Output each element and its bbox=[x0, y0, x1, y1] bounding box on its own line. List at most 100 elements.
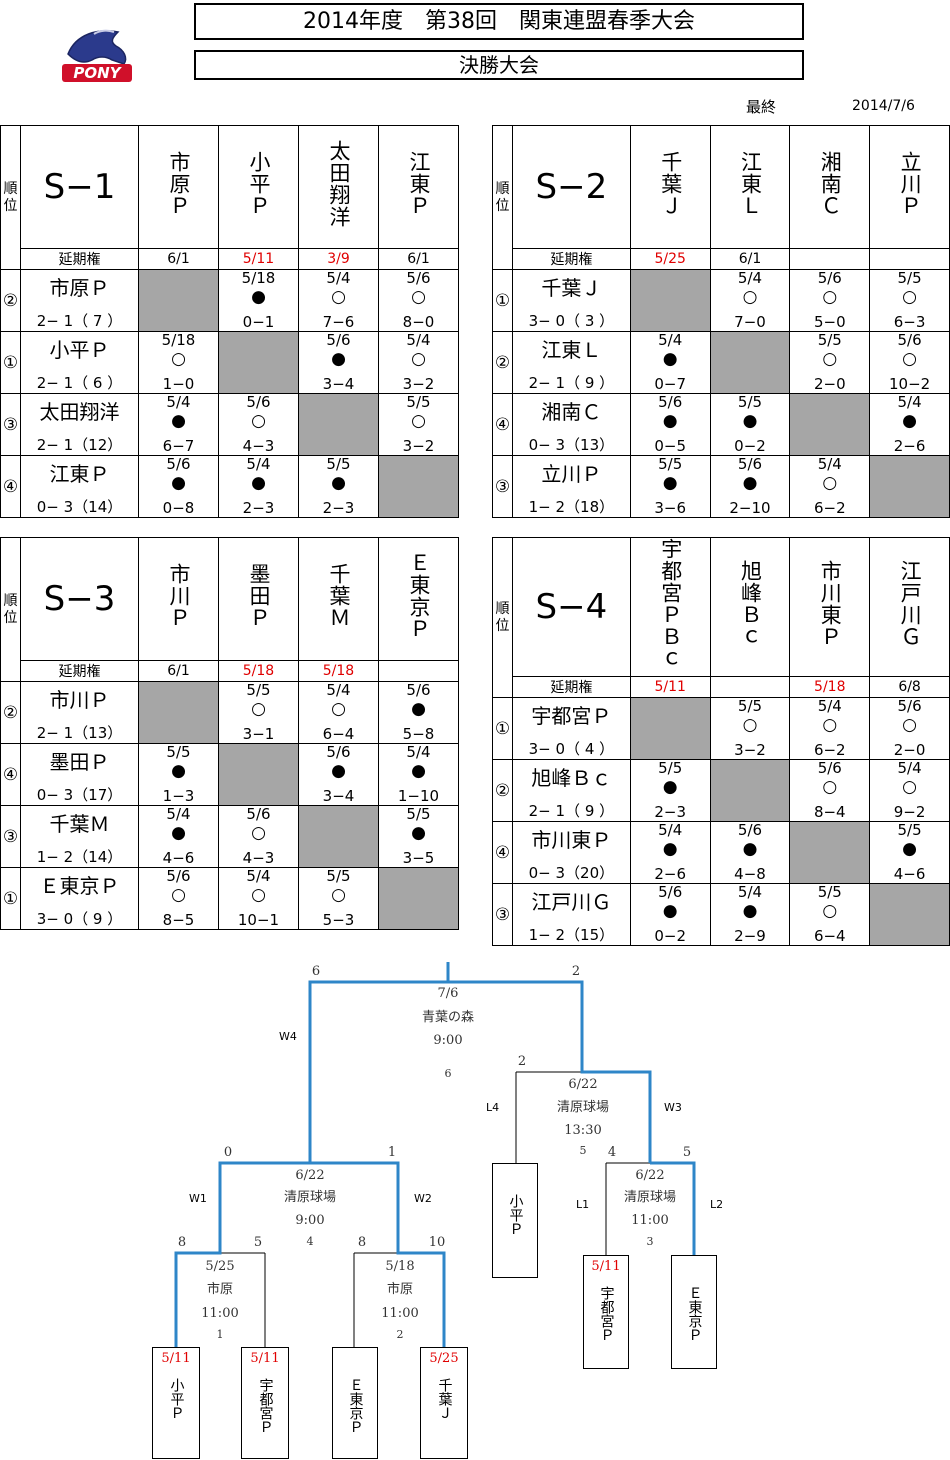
match-score: 5−8 bbox=[402, 725, 435, 743]
match-date: 5/6 bbox=[406, 269, 431, 287]
match-date: 5/5 bbox=[406, 805, 431, 823]
match-mark: ● bbox=[902, 839, 917, 859]
bracket-team-name: 千葉Ｊ bbox=[436, 1378, 453, 1420]
match-date: 5/6 bbox=[737, 455, 763, 473]
match-score: 2−10 bbox=[729, 499, 771, 517]
match-score: 3−6 bbox=[654, 499, 687, 517]
semi-right-date: 6/22 bbox=[568, 1077, 598, 1092]
match-date: 5/4 bbox=[166, 393, 191, 411]
match-mark: ○ bbox=[411, 287, 426, 307]
match-result-cell: 5/6●3−4 bbox=[298, 331, 379, 394]
match-score: 8−0 bbox=[402, 313, 435, 331]
bracket-team-date: 5/11 bbox=[591, 1259, 621, 1274]
match-result-cell: 5/5○3−1 bbox=[218, 681, 299, 744]
row-team-name: 市川東Ｐ bbox=[531, 828, 612, 852]
match-score: 5−3 bbox=[322, 911, 355, 929]
match-mark: ○ bbox=[822, 473, 838, 493]
match-score: 1−3 bbox=[162, 787, 195, 805]
match-mark: ○ bbox=[902, 777, 917, 797]
m1-time: 11:00 bbox=[201, 1306, 239, 1321]
match-result-cell: 5/6●2−10 bbox=[709, 455, 791, 518]
column-team-name: 市川Ｐ bbox=[167, 563, 191, 629]
rank-mark: ④ bbox=[492, 821, 513, 884]
team-record: 3− 0（ 4 ） bbox=[528, 740, 615, 758]
match-mark: ○ bbox=[742, 715, 758, 735]
match-date: 5/6 bbox=[326, 331, 351, 349]
match-mark: ○ bbox=[822, 777, 838, 797]
enki-date: 6/1 bbox=[138, 660, 219, 682]
match-mark: ● bbox=[662, 473, 678, 493]
match-score: 1−10 bbox=[397, 787, 440, 805]
rank-header: 順位 bbox=[492, 537, 513, 698]
match-mark: ● bbox=[902, 411, 917, 431]
match-mark: ● bbox=[331, 473, 346, 493]
group-name: S−4 bbox=[511, 537, 631, 677]
m3-score-left: 4 bbox=[607, 1145, 617, 1160]
row-team-name: 宇都宮Ｐ bbox=[531, 704, 612, 728]
page-title: 2014年度 第38回 関東連盟春季大会 bbox=[194, 3, 804, 40]
match-mark: ● bbox=[742, 411, 758, 431]
column-team-name: 小平Ｐ bbox=[247, 151, 271, 217]
enki-date: 5/18 bbox=[789, 676, 871, 698]
column-team-name: 宇都宮ＰＢｃ bbox=[658, 538, 683, 671]
match-mark: ○ bbox=[822, 349, 838, 369]
match-result-cell: 5/5○6−4 bbox=[789, 883, 871, 946]
match-date: 5/5 bbox=[406, 393, 431, 411]
rank-mark: ① bbox=[492, 269, 513, 332]
row-team-name: Ｅ東京Ｐ bbox=[39, 874, 120, 898]
bracket-team-name: Ｅ東京Ｐ bbox=[686, 1286, 703, 1342]
m3-label-l2: L2 bbox=[710, 1198, 724, 1211]
match-date: 5/6 bbox=[326, 743, 351, 761]
match-mark: ● bbox=[171, 473, 186, 493]
match-result-cell: 5/5●4−6 bbox=[869, 821, 950, 884]
column-team-name: 墨田Ｐ bbox=[247, 563, 271, 629]
match-mark: ○ bbox=[331, 699, 346, 719]
header-date: 2014/7/6 bbox=[852, 98, 915, 114]
self-match-cell bbox=[629, 269, 711, 332]
match-date: 5/4 bbox=[658, 821, 683, 839]
match-mark: ○ bbox=[822, 287, 838, 307]
match-score: 0−2 bbox=[734, 437, 766, 455]
row-team-name: 市原Ｐ bbox=[49, 276, 110, 300]
enki-date bbox=[378, 660, 459, 682]
match-score: 10−1 bbox=[237, 911, 280, 929]
team-record: 1− 2（18） bbox=[528, 498, 615, 516]
rank-mark: ② bbox=[0, 269, 21, 332]
match-score: 2−6 bbox=[654, 865, 687, 883]
match-result-cell: 5/5●2−3 bbox=[629, 759, 711, 822]
column-team-name: 市川東Ｐ bbox=[818, 560, 843, 648]
team-record: 2− 1（13） bbox=[36, 724, 123, 742]
match-mark: ● bbox=[662, 777, 678, 797]
match-date: 5/4 bbox=[817, 697, 842, 715]
enki-date: 5/18 bbox=[218, 660, 299, 682]
bracket-team-date bbox=[493, 1167, 537, 1182]
match-date: 5/18 bbox=[161, 331, 196, 349]
match-mark: ○ bbox=[331, 885, 346, 905]
column-team-name: 市原Ｐ bbox=[167, 151, 191, 217]
column-team-name: 湘南Ｃ bbox=[818, 151, 843, 217]
final-venue: 青葉の森 bbox=[421, 1010, 474, 1025]
rank-mark: ③ bbox=[492, 455, 513, 518]
row-team-name: 小平Ｐ bbox=[49, 338, 110, 362]
team-record: 2− 1（ 6 ） bbox=[36, 374, 123, 392]
match-date: 5/5 bbox=[658, 759, 683, 777]
column-team-header: 市川Ｐ bbox=[138, 537, 219, 661]
self-match-cell bbox=[869, 883, 950, 946]
column-team-name: 江東Ｌ bbox=[738, 151, 763, 217]
match-date: 5/6 bbox=[246, 393, 271, 411]
row-team-name: 千葉Ｊ bbox=[541, 276, 602, 300]
rank-mark: ① bbox=[0, 331, 21, 394]
rank-mark: ③ bbox=[0, 393, 21, 456]
match-result-cell: 5/4●6−7 bbox=[138, 393, 219, 456]
match-score: 2−0 bbox=[813, 375, 846, 393]
